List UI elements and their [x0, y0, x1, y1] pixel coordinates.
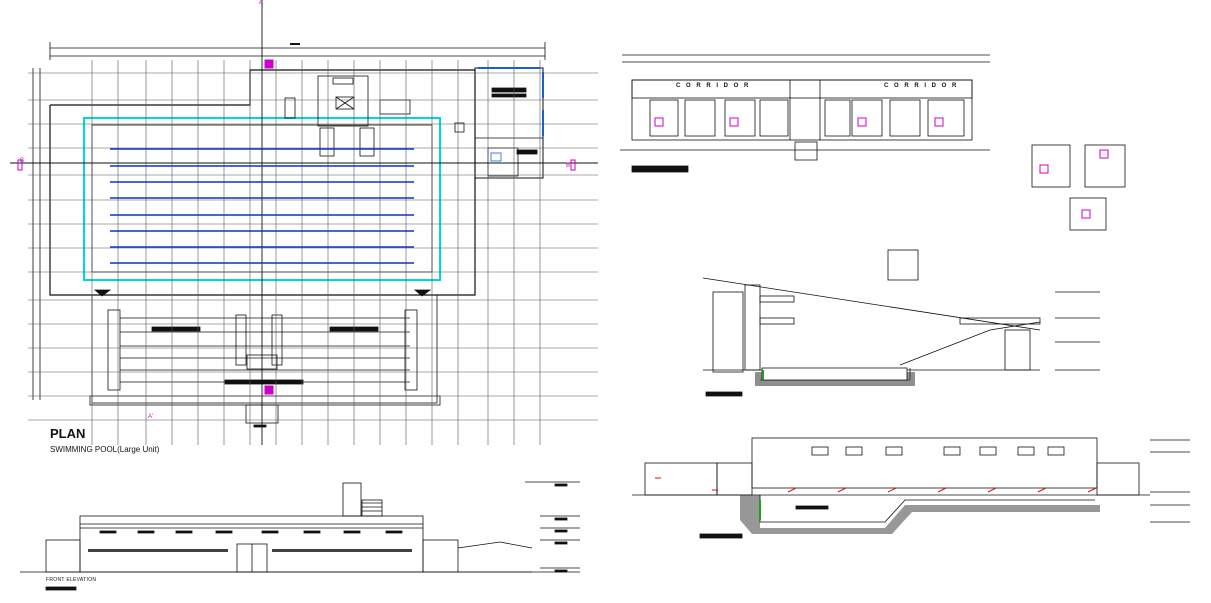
pool-lanes — [110, 148, 414, 264]
section-marker-b-right: B' — [566, 163, 572, 169]
front-elevation-drawing — [20, 481, 580, 591]
long-section-drawing — [632, 437, 1190, 539]
section-marker-a-top: A — [259, 0, 264, 6]
plan-title: PLAN — [50, 426, 86, 441]
section-marker-a-bottom: A' — [148, 414, 154, 420]
corridor-label-right: C O R R I D O R — [884, 83, 959, 89]
changing-rooms-accents — [654, 117, 1109, 219]
plan-subtitle: SWIMMING POOL(Large Unit) — [50, 445, 160, 454]
section-markers — [17, 59, 576, 395]
corridor-label-left: C O R R I D O R — [676, 83, 751, 89]
changing-rooms-plan — [620, 54, 1126, 231]
long-section-accents — [655, 370, 1097, 520]
front-elevation-title: FRONT ELEVATION — [46, 577, 97, 583]
section-drawing — [702, 249, 1100, 397]
section-marker-b-left: B — [20, 158, 25, 164]
plan-grid-lines — [10, 0, 598, 445]
